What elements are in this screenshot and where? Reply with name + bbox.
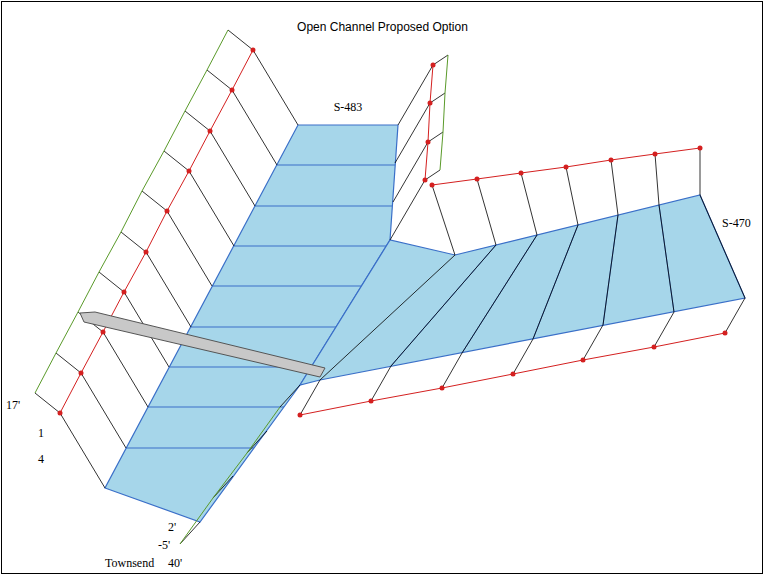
bridge-slab <box>80 312 325 377</box>
slope-label: 4 <box>38 452 44 466</box>
channel-label: S-483 <box>334 100 363 114</box>
channel-label: S-470 <box>722 216 751 230</box>
width-label: 40' <box>168 556 182 570</box>
elevation-label: -5' <box>158 538 170 552</box>
bank-lines <box>35 30 725 544</box>
location-label: Townsend <box>105 556 154 570</box>
elevation-label: 2' <box>168 520 176 534</box>
branch-channel-floor <box>300 195 745 385</box>
slope-label: 1 <box>38 426 44 440</box>
break-points <box>58 48 728 418</box>
cross-sections <box>35 30 745 544</box>
diagram-title: Open Channel Proposed Option <box>0 20 765 34</box>
elevation-label: 17' <box>6 398 20 412</box>
floor-stripes <box>126 165 674 448</box>
